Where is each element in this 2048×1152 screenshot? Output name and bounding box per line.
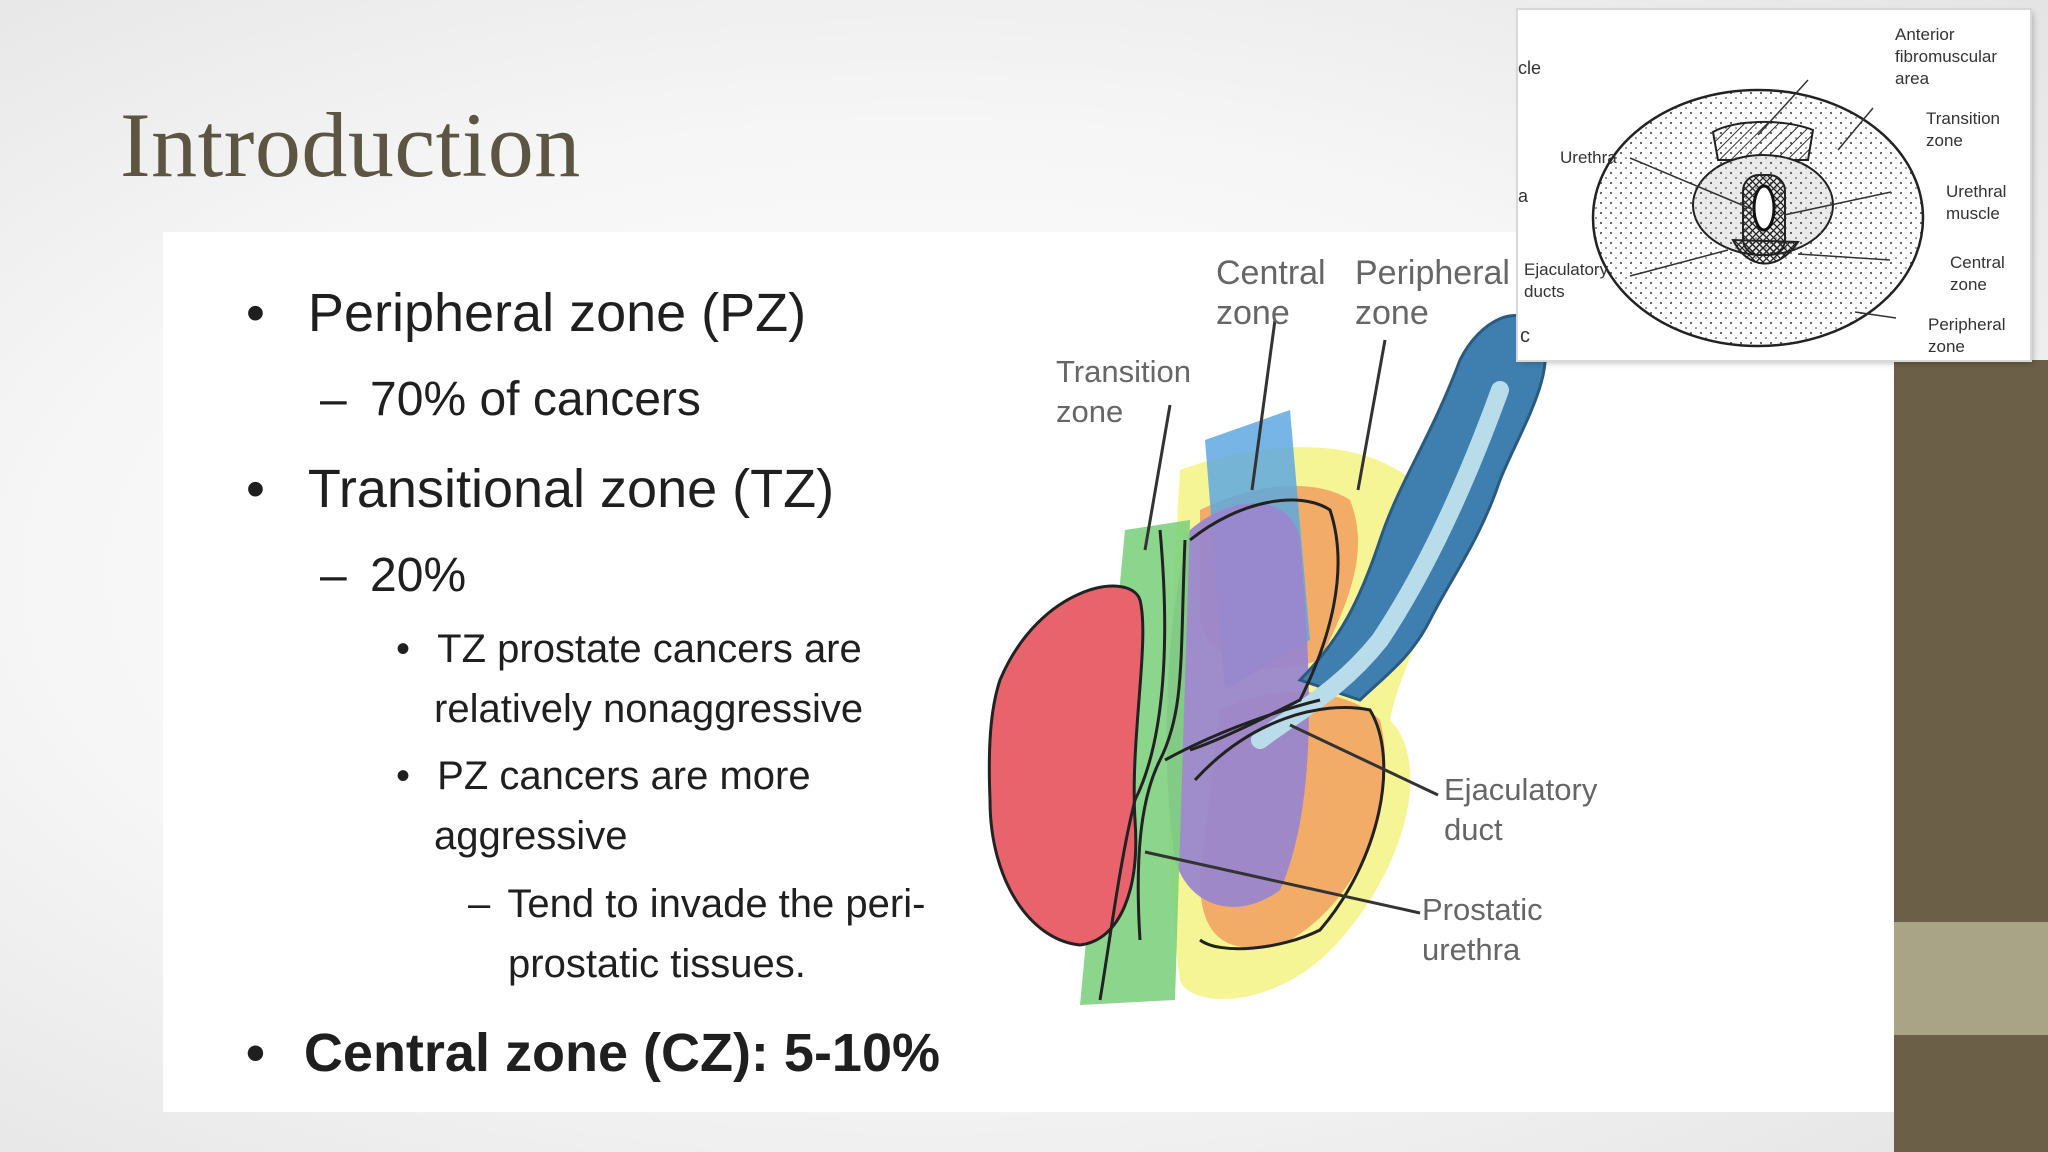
inset-leader-urethra — [1629, 157, 1755, 211]
sub-sub-bullet-tz-nonaggressive: • TZ prostate cancers are — [396, 627, 862, 672]
label-central-2: zone — [1216, 294, 1290, 332]
inset-cropped-label-3: c — [1520, 325, 1530, 347]
bullet-dot: • — [246, 1023, 265, 1083]
inset-leader-central — [1797, 253, 1891, 261]
anterior-fibromuscular-area — [1711, 120, 1815, 161]
inset-label-anterior-3: area — [1895, 69, 1930, 88]
bullet-text-line-1: PZ cancers are more — [437, 754, 811, 798]
sidebar-band-light — [1894, 922, 2048, 1035]
sub-bullet-tz-percent: – 20% — [320, 548, 466, 603]
bullet-text-line-1: Tend to invade the peri- — [507, 882, 926, 926]
label-ejaculatory-2: duct — [1444, 812, 1503, 847]
inset-label-ejaculatory-2: ducts — [1524, 282, 1565, 301]
bullet-text: Peripheral zone (PZ) — [307, 283, 807, 343]
inset-label-urethra: Urethra — [1560, 148, 1617, 167]
inset-label-central-1: Central — [1950, 253, 2005, 272]
inset-label-ejaculatory-1: Ejaculatory — [1524, 260, 1609, 279]
label-ejaculatory-1: Ejaculatory — [1444, 772, 1598, 807]
label-peripheral-2: zone — [1355, 294, 1429, 332]
cross-section-diagram: cle a c Anterior fibromuscular area Tran… — [1518, 25, 2006, 356]
ejaculatory-duct-line — [1164, 698, 1321, 762]
inset-leader-urethral-muscle — [1783, 191, 1892, 216]
bullet-text: 70% of cancers — [370, 373, 701, 426]
label-central-1: Central — [1216, 254, 1326, 292]
central-zone-purple-shape — [1166, 503, 1309, 907]
sub-sub-bullet-pz-aggressive: • PZ cancers are more — [396, 754, 811, 799]
leader-urethra — [1144, 850, 1421, 915]
inset-label-central-2: zone — [1950, 275, 1987, 294]
inset-cropped-label-2: a — [1518, 186, 1529, 206]
urethra-lumen — [1752, 184, 1776, 232]
sub-bullet-pz-cancers: – 70% of cancers — [320, 372, 701, 427]
leader-central — [1250, 319, 1277, 491]
bullet-text: Transitional zone (TZ) — [307, 459, 835, 519]
bullet-text: 20% — [370, 549, 467, 602]
sub-bullet-invade-tissues: – Tend to invade the peri- — [468, 882, 925, 927]
bullet-peripheral-zone: • Peripheral zone (PZ) — [246, 282, 806, 344]
prostatic-urethra — [1098, 529, 1167, 1001]
bullet-dot: • — [246, 459, 265, 519]
inset-cross-section-figure: cle a c Anterior fibromuscular area Tran… — [1518, 10, 2030, 360]
inset-label-peripheral-1: Peripheral — [1928, 315, 2006, 334]
ejaculatory-duct-light — [1251, 381, 1509, 749]
inset-label-transition-2: zone — [1926, 131, 1963, 150]
inset-label-anterior-2: fibromuscular — [1895, 47, 1997, 66]
inset-leader-peripheral — [1854, 311, 1897, 319]
bullet-central-zone: • Central zone (CZ): 5-10% — [246, 1022, 940, 1084]
inset-leader-ejaculatory — [1629, 249, 1729, 277]
urethra-inner-wall — [1136, 539, 1187, 941]
inset-leader-anterior — [1757, 79, 1809, 136]
dash-marker: – — [468, 882, 491, 926]
inset-label-transition-1: Transition — [1926, 109, 2000, 128]
leader-ejaculatory — [1289, 723, 1439, 797]
leader-peripheral — [1356, 339, 1387, 491]
label-transition-1: Transition — [1056, 354, 1191, 389]
dash-marker: – — [320, 373, 347, 426]
bullet-text: Central zone (CZ): 5-10% — [303, 1023, 941, 1083]
slide-title: Introduction — [120, 94, 581, 196]
label-transition-2: zone — [1056, 394, 1123, 429]
orange-outline — [1193, 706, 1386, 951]
bullet-text-line-2: prostatic tissues. — [508, 942, 806, 986]
inset-label-anterior-1: Anterior — [1895, 25, 1955, 44]
bullet-text-line-2: relatively nonaggressive — [434, 687, 864, 731]
bullet-text-line-1: TZ prostate cancers are — [437, 627, 862, 671]
inset-label-urethral-muscle-2: muscle — [1946, 204, 2000, 223]
bullet-dot: • — [396, 754, 411, 798]
label-peripheral-1: Peripheral — [1355, 254, 1510, 292]
bullet-dot: • — [246, 283, 265, 343]
label-urethra-1: Prostatic — [1422, 892, 1543, 927]
sidebar-band-dark-top — [1894, 360, 2048, 922]
purple-outline — [1189, 498, 1340, 752]
leader-transition — [1143, 404, 1172, 551]
sidebar-band-dark-bottom — [1894, 1035, 2048, 1152]
bullet-text-line-2: aggressive — [434, 814, 628, 858]
inset-label-peripheral-2: zone — [1928, 337, 1965, 356]
inset-label-urethral-muscle-1: Urethral — [1946, 182, 2006, 201]
prostate-zone-diagram: Central zone Peripheral zone Transition … — [987, 254, 1598, 1005]
inset-leader-transition — [1837, 107, 1874, 151]
bullet-dot: • — [396, 627, 411, 671]
peripheral-zone-red-lobe — [987, 584, 1145, 947]
bullet-transitional-zone: • Transitional zone (TZ) — [246, 458, 834, 520]
inset-cropped-label-1: cle — [1518, 58, 1541, 78]
dash-marker: – — [320, 549, 347, 602]
label-urethra-2: urethra — [1422, 932, 1521, 967]
